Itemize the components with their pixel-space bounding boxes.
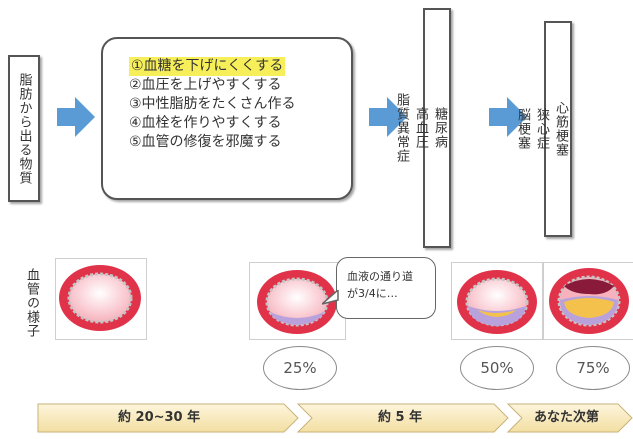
callout-line: が3/4に…: [347, 287, 398, 300]
vessel-label: 血管の様子: [24, 268, 39, 338]
effect-item: ②血圧を上げやすくする: [129, 77, 282, 93]
timeline-label: 約 20~30 年: [118, 410, 201, 425]
arrow-right-icon: [369, 97, 407, 137]
effects-box: ①血糖を下げにくくする ②血圧を上げやすくする ③中性脂肪をたくさん作る ④血栓…: [101, 37, 353, 200]
percent-badge: 75%: [556, 346, 630, 390]
vessel-25-image: [257, 270, 337, 334]
vessel-75-image: [549, 268, 629, 334]
arrow-right-icon: [489, 97, 527, 137]
callout-bubble: 血液の通り道 が3/4に…: [336, 257, 436, 319]
outcome-label: 狭心症: [534, 108, 549, 150]
effect-item: ⑤血管の修復を邪魔する: [129, 134, 282, 150]
disease-label: 糖尿病: [432, 107, 447, 149]
callout-tail: [322, 290, 339, 305]
arrow-right-icon: [57, 97, 95, 137]
diseases-box: 糖尿病 高血圧 脂質異常症: [394, 8, 451, 248]
effect-item: ④血栓を作りやすくする: [129, 115, 282, 131]
callout-line: 血液の通り道: [347, 270, 413, 283]
vessel-50-image: [457, 270, 537, 334]
source-box: 脂肪から出る物質: [8, 55, 40, 202]
percent-badge: 50%: [460, 346, 534, 390]
outcome-label: 脳梗塞: [515, 108, 530, 150]
outcomes-box: 心筋梗塞 狭心症 脳梗塞: [515, 21, 572, 237]
timeline-label: あなた次第: [534, 410, 600, 425]
disease-label: 脂質異常症: [394, 93, 409, 163]
outcome-label: 心筋梗塞: [553, 101, 568, 157]
percent-badge: 25%: [263, 346, 337, 390]
vessel-healthy-image: [59, 265, 141, 331]
effect-item: ③中性脂肪をたくさん作る: [129, 96, 296, 112]
timeline-label: 約 5 年: [378, 410, 423, 425]
effect-item-highlighted: ①血糖を下げにくくする: [129, 57, 286, 76]
disease-label: 高血圧: [413, 107, 428, 149]
source-box-label: 脂肪から出る物質: [16, 72, 32, 185]
